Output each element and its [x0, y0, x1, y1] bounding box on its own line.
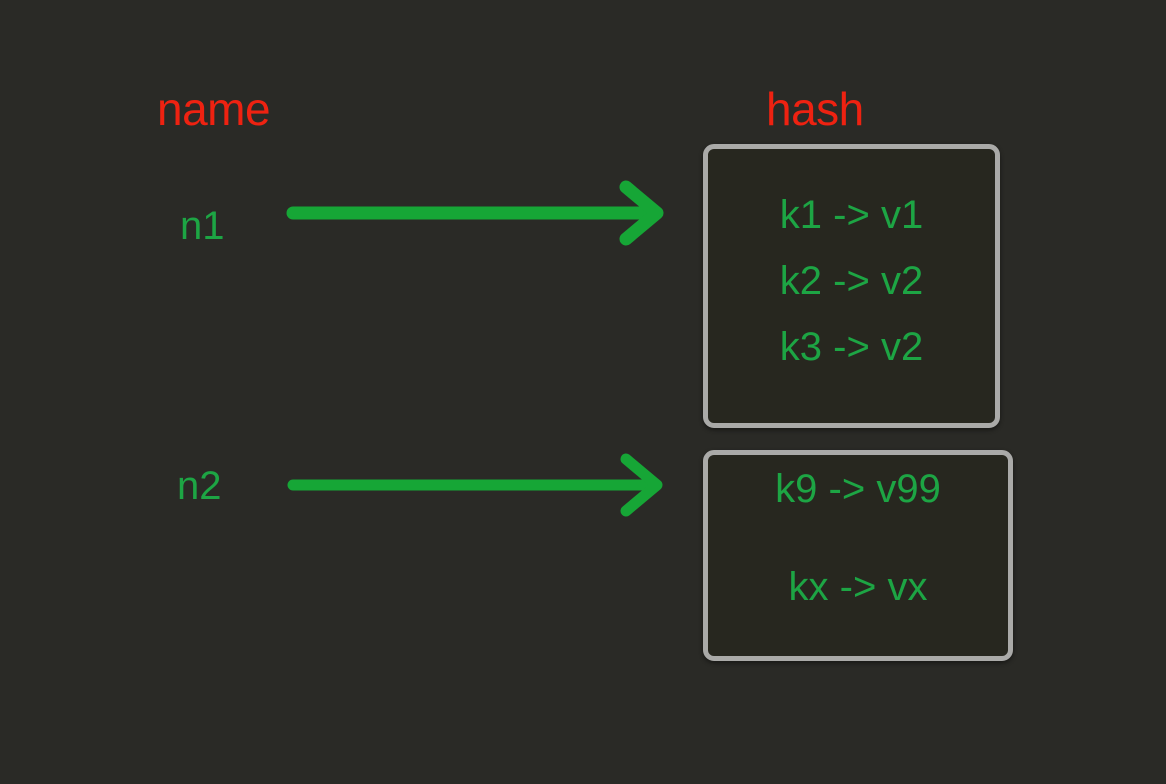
- column-heading-hash: hash: [766, 83, 864, 135]
- hash-entry: k2 -> v2: [779, 259, 924, 303]
- arrow-right-icon-n2: [287, 453, 663, 517]
- hash-entry: k3 -> v2: [779, 325, 924, 369]
- hash-entry-list-n1: k1 -> v1 k2 -> v2 k3 -> v2: [708, 195, 995, 393]
- arrow-right-icon-n1: [286, 180, 664, 246]
- hash-box-n2: k9 -> v99 kx -> vx: [703, 450, 1013, 661]
- node-label-n1: n1: [180, 204, 225, 248]
- hash-entry: kx -> vx: [788, 565, 928, 609]
- hash-entry: k1 -> v1: [779, 193, 924, 237]
- hash-box-n1: k1 -> v1 k2 -> v2 k3 -> v2: [703, 144, 1000, 428]
- hash-entry: k9 -> v99: [775, 467, 941, 511]
- hash-entry-list-n2: k9 -> v99 kx -> vx: [708, 469, 1008, 633]
- node-label-n2: n2: [177, 464, 222, 508]
- column-heading-name: name: [157, 83, 271, 135]
